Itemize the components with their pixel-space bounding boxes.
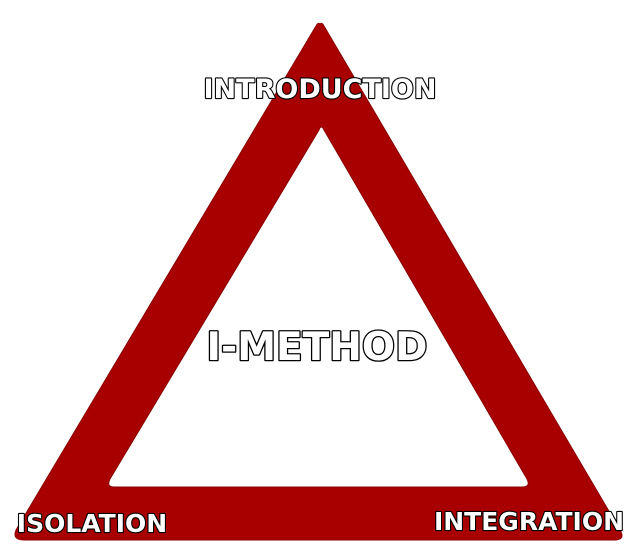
vertex-label-top: INTRODUCTION bbox=[204, 74, 437, 105]
center-label: I-METHOD bbox=[207, 325, 428, 370]
vertex-label-bottom-right: INTEGRATION bbox=[434, 507, 624, 536]
vertex-label-bottom-left: ISOLATION bbox=[17, 509, 167, 538]
triangle-frame bbox=[14, 22, 623, 541]
